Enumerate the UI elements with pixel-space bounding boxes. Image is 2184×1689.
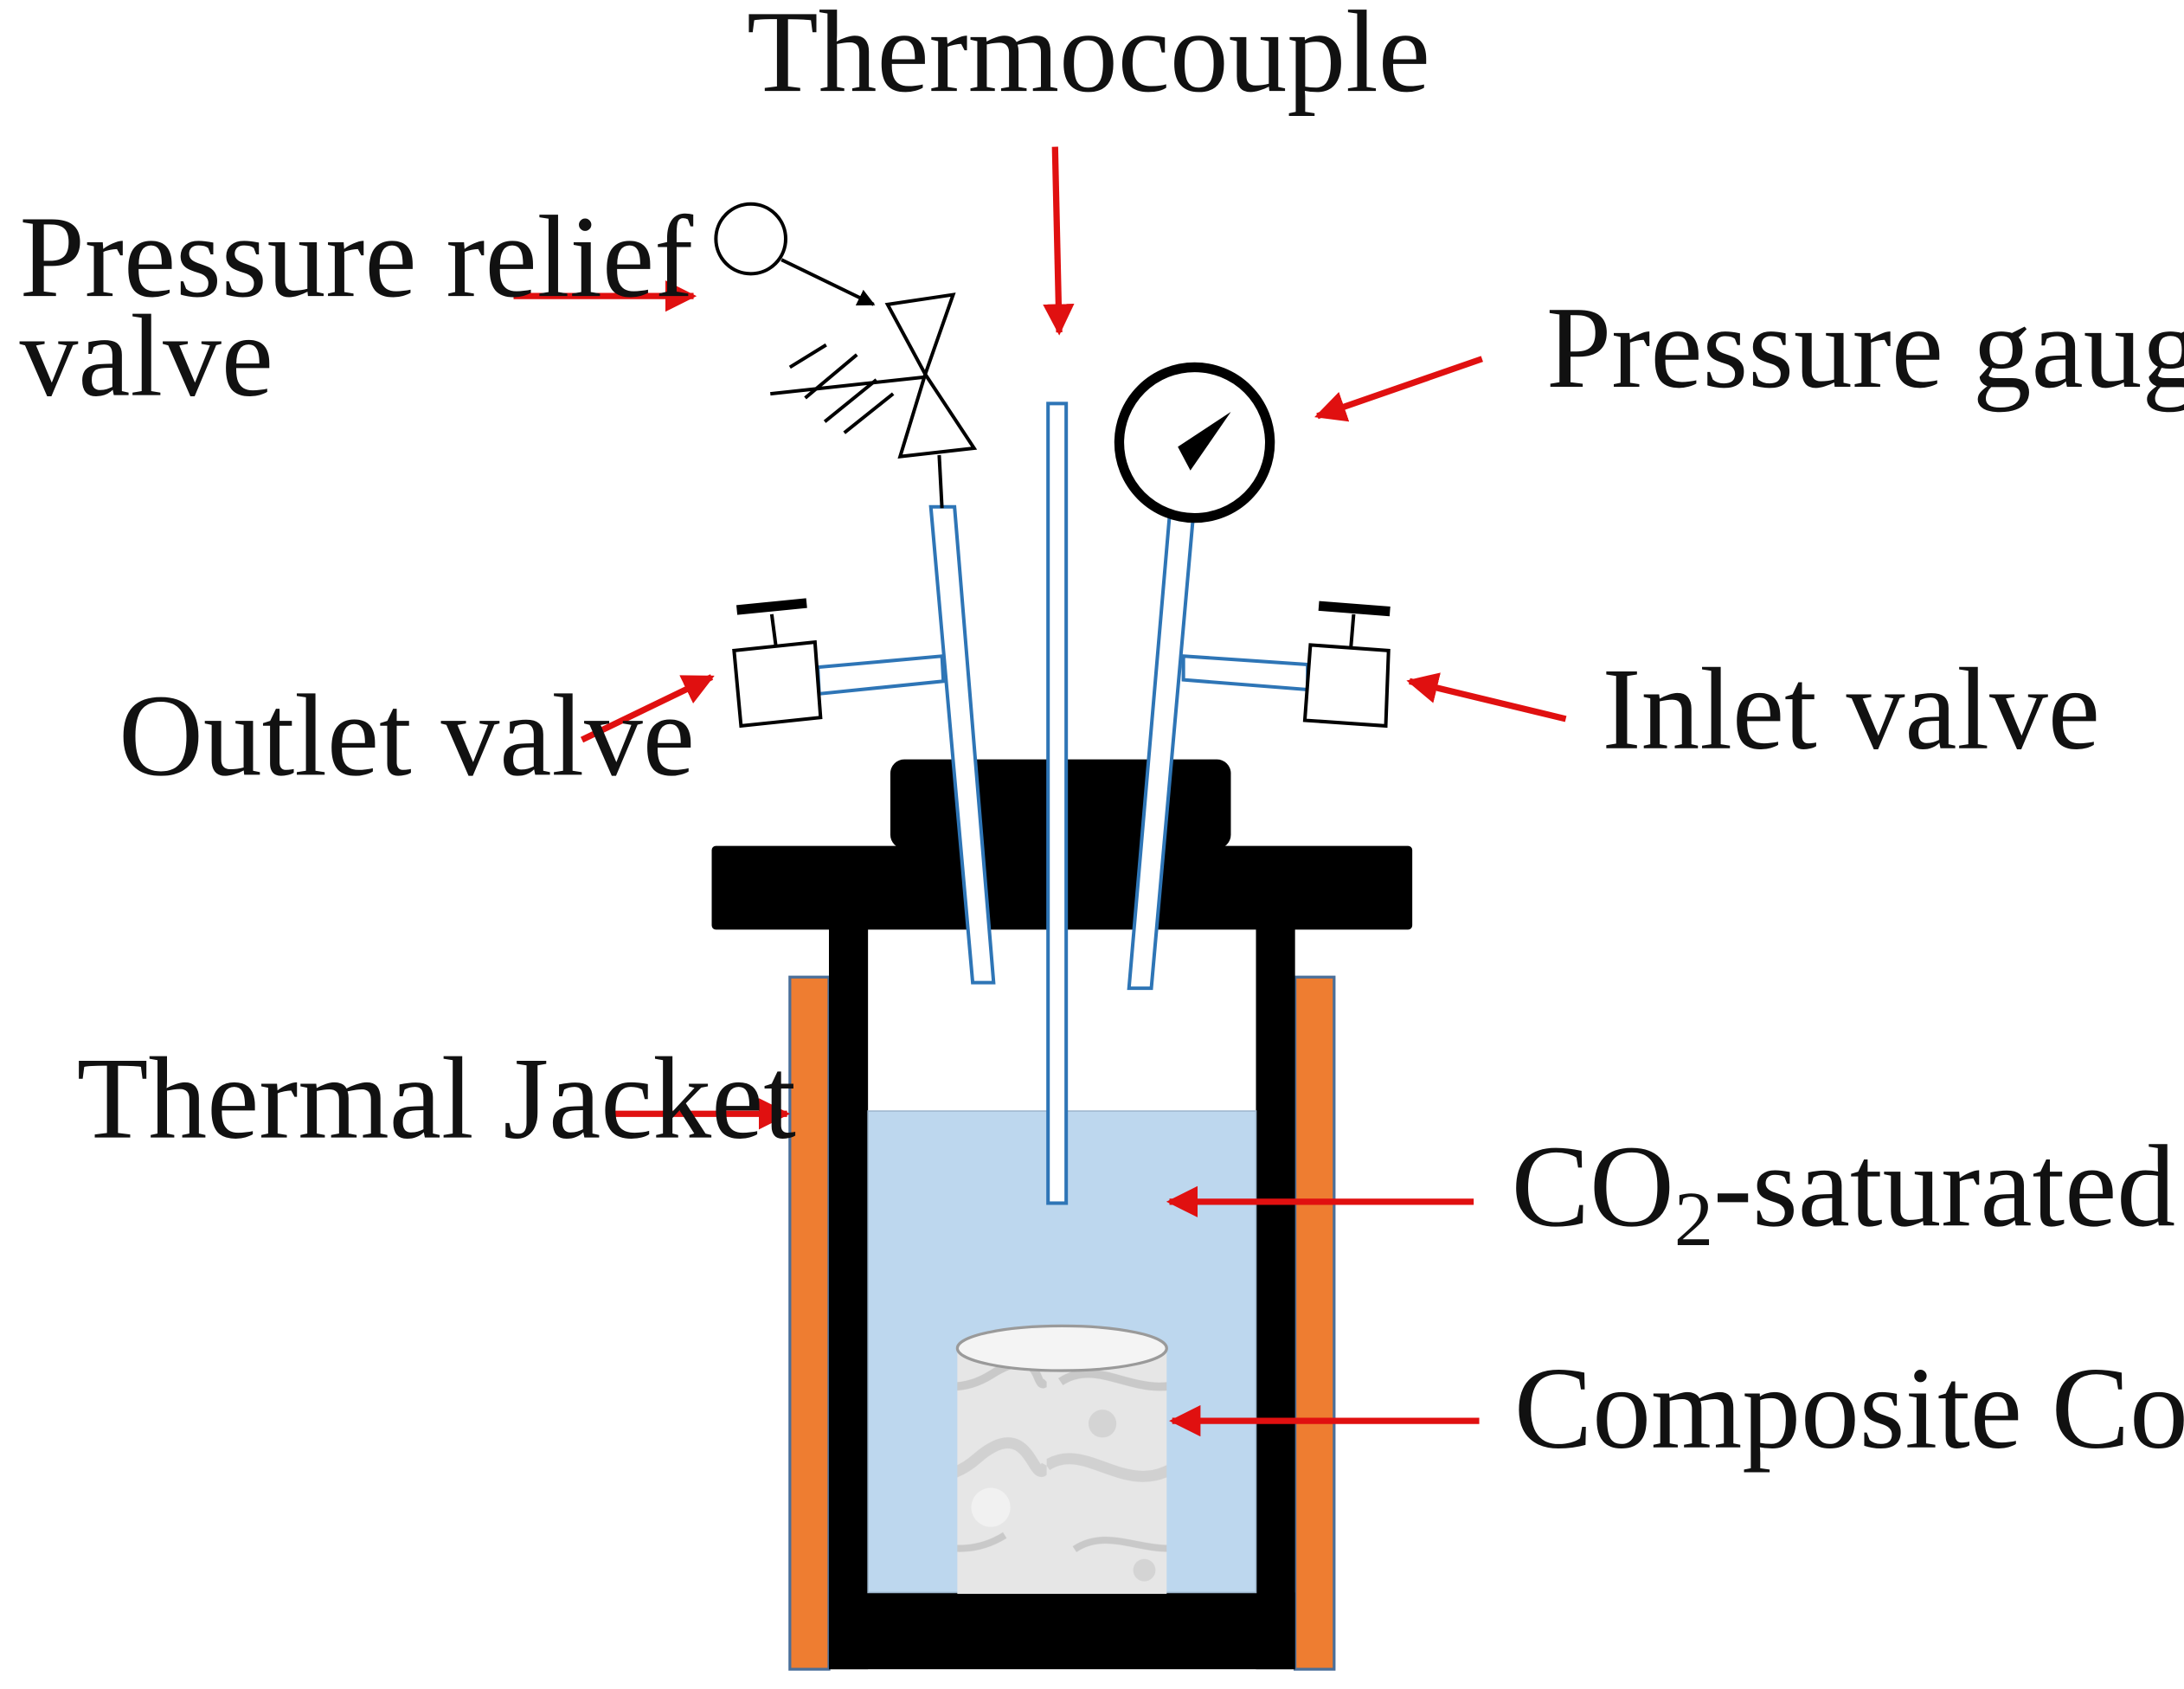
vessel-left-wall: [828, 923, 869, 1670]
thermocouple-label: Thermocouple: [747, 0, 1430, 117]
inlet-valve-arrow: [1406, 672, 1567, 722]
pressure-relief-label-line1: Pressure relief: [20, 192, 695, 322]
composite-core-label: Composite Core: [1514, 1344, 2184, 1474]
co2-brine-label: CO2-saturated brine: [1512, 1121, 2184, 1262]
thermocouple-arrow: [1043, 146, 1075, 336]
co2-brine-label-prefix: CO: [1512, 1121, 1674, 1251]
co2-brine-label-suffix: -saturated brine: [1713, 1121, 2184, 1251]
left-tube: [928, 504, 996, 985]
thermal-jacket-right: [1294, 975, 1336, 1671]
co2-brine-label-subscript: 2: [1674, 1176, 1713, 1262]
pressure-relief-label-line2: valve: [20, 292, 273, 421]
vessel-bottom: [828, 1592, 1295, 1670]
pressure-gauge-label: Pressure gauge: [1546, 283, 2184, 413]
outlet-valve-label: Outlet valve: [119, 671, 695, 800]
outlet-valve-icon: [732, 598, 823, 729]
thermal-jacket-left: [788, 975, 831, 1671]
inlet-pipe: [1181, 654, 1310, 692]
inlet-valve-label: Inlet valve: [1602, 645, 2099, 774]
thermal-jacket-label: Thermal Jacket: [77, 1034, 796, 1164]
inlet-valve-icon: [1302, 600, 1391, 729]
outlet-valve-arrow: [580, 674, 715, 743]
pressure-relief-valve-icon: [714, 202, 978, 509]
thermocouple-tube: [1046, 401, 1069, 1205]
pressure-gauge-icon: [1114, 362, 1275, 523]
composite-core: [955, 1324, 1168, 1595]
vessel-right-wall: [1256, 923, 1295, 1670]
label-arrows: [513, 146, 1567, 1437]
outlet-pipe: [815, 654, 946, 697]
pressure-gauge-arrow: [1314, 356, 1483, 422]
